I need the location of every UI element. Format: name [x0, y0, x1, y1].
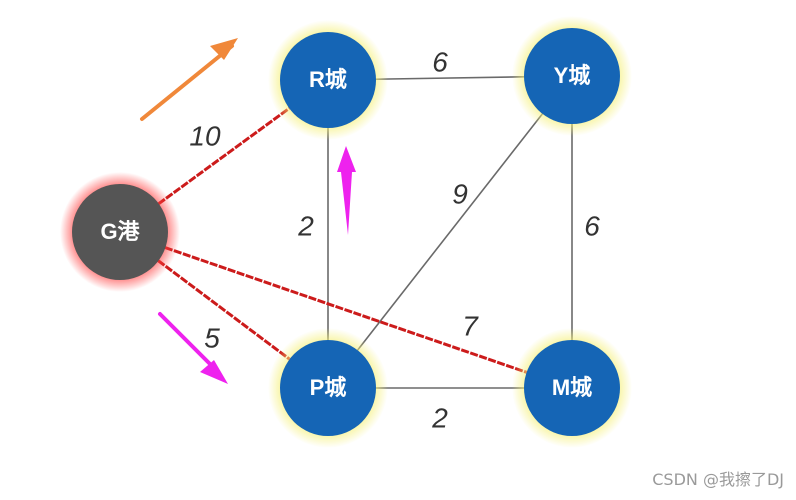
- arrows-layer: [140, 38, 356, 384]
- edge-weight-P-M: 2: [431, 402, 448, 433]
- node-Y: Y城: [512, 16, 632, 136]
- node-M: M城: [512, 328, 632, 448]
- edge-weight-R-Y: 6: [432, 46, 448, 77]
- watermark-text: CSDN @我擦了DJ: [652, 470, 784, 489]
- edge-weight-G-P: 5: [204, 322, 220, 353]
- edge-Y-P: [327, 75, 573, 389]
- edge-weight-Y-P: 9: [452, 178, 468, 209]
- edge-G-M: [119, 230, 573, 390]
- node-P: P城: [268, 328, 388, 448]
- node-label-M: M城: [552, 375, 592, 400]
- edge-weight-G-R: 10: [189, 120, 221, 151]
- edge-weight-G-M: 7: [462, 310, 479, 341]
- weights-layer: 6 10 2 9 6 5 7 2: [189, 46, 600, 433]
- node-label-R: R城: [309, 67, 347, 92]
- node-label-P: P城: [310, 375, 347, 400]
- node-label-G: G港: [100, 219, 140, 244]
- orange-arrow: [140, 38, 238, 121]
- node-G: G港: [60, 172, 180, 292]
- nodes-layer: G港 R城 Y城 P城 M城: [60, 16, 632, 448]
- edge-weight-Y-M: 6: [584, 210, 600, 241]
- edge-weight-R-P: 2: [297, 210, 314, 241]
- node-R: R城: [268, 20, 388, 140]
- node-label-Y: Y城: [554, 63, 591, 88]
- magenta-arrow-down: [158, 312, 228, 384]
- magenta-arrow-up: [337, 146, 356, 235]
